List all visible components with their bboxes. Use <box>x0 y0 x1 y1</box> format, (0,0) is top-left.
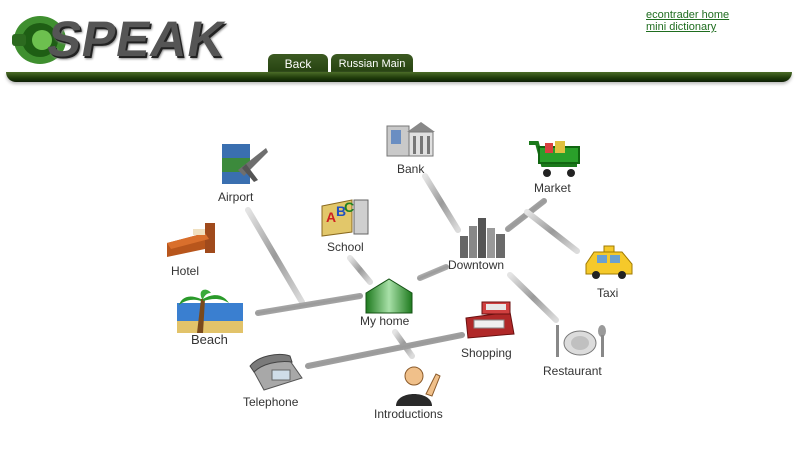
speak-logo[interactable]: SPEAK <box>8 6 230 68</box>
introductions-label[interactable]: Introductions <box>374 407 443 421</box>
hotel-label[interactable]: Hotel <box>171 264 200 278</box>
house-icon[interactable] <box>364 277 414 315</box>
person-waving-icon[interactable] <box>392 364 444 406</box>
taxi-label[interactable]: Taxi <box>597 286 619 300</box>
back-tab[interactable]: Back <box>268 54 328 74</box>
cash-register-icon[interactable] <box>462 298 518 340</box>
school-label[interactable]: School <box>327 240 364 254</box>
downtown-label[interactable]: Downtown <box>448 258 505 272</box>
econtrader-home-link[interactable]: econtrader home <box>646 9 730 21</box>
beach-label[interactable]: Beach <box>191 332 228 347</box>
svg-text:C: C <box>344 199 354 215</box>
airport-icon[interactable] <box>218 140 270 188</box>
svg-text:A: A <box>326 209 336 225</box>
restaurant-label[interactable]: Restaurant <box>543 364 602 378</box>
shopping-cart-icon[interactable] <box>527 139 583 179</box>
top-links: econtrader home mini dictionary <box>646 9 729 33</box>
city-buildings-icon[interactable] <box>458 216 508 258</box>
beach-icon[interactable] <box>177 289 243 333</box>
market-label[interactable]: Market <box>534 181 571 195</box>
bank-icon[interactable] <box>385 120 435 160</box>
taxi-icon[interactable] <box>582 242 636 280</box>
airport-label[interactable]: Airport <box>218 190 254 204</box>
bed-icon[interactable] <box>165 221 217 261</box>
russian-main-tab[interactable]: Russian Main <box>331 54 413 74</box>
header-bar <box>6 72 792 82</box>
shopping-label[interactable]: Shopping <box>461 346 512 360</box>
my-home-label[interactable]: My home <box>360 314 410 328</box>
school-books-icon[interactable]: A B C <box>320 196 372 238</box>
telephone-icon[interactable] <box>248 352 304 392</box>
bank-label[interactable]: Bank <box>397 162 425 176</box>
mini-dictionary-link[interactable]: mini dictionary <box>646 21 717 33</box>
megaphone-icon <box>12 16 66 64</box>
telephone-label[interactable]: Telephone <box>243 395 299 409</box>
plate-utensils-icon[interactable] <box>552 321 608 361</box>
svg-text:B: B <box>336 203 346 219</box>
